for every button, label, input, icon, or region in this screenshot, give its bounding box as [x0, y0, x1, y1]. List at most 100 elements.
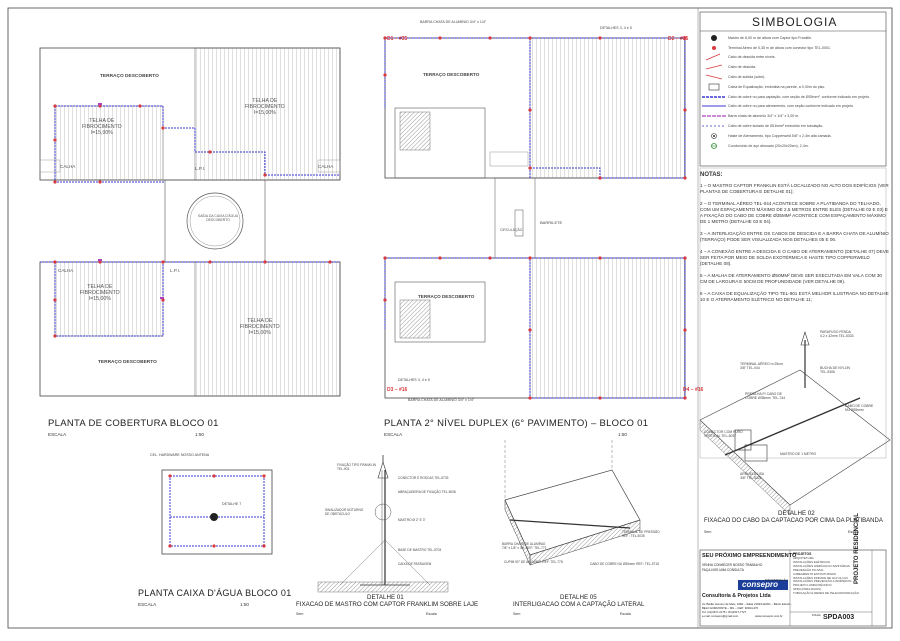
- project-item: INSTALAÇÕES HIDRÁULICO-SANITÁRIAS: [793, 563, 850, 568]
- descent-icon: [700, 63, 728, 71]
- symbology-list: Mastro de 6,00 m de altura com Captor ti…: [700, 33, 885, 151]
- folha-label: FOLHA: [812, 614, 821, 617]
- titleblock-site: www.consepro.com.br: [755, 614, 783, 618]
- plan-caixa: [161, 469, 273, 555]
- label-d1: D1 – #35: [387, 36, 408, 42]
- detail-05-drawing: [504, 440, 641, 566]
- label-detalhes-a: DETALHES 3, 4 e 5: [600, 26, 632, 30]
- detail-02-escala: Escala: [848, 530, 859, 534]
- detail-01-sem: Sem: [296, 612, 304, 616]
- scale-caixa: 1:50: [240, 602, 249, 607]
- label-circulacao: CIRCULAÇÃO: [500, 228, 523, 232]
- inspection-icon: [700, 142, 728, 150]
- projects-title: PROJETOS: [793, 552, 812, 556]
- symbol-row: Condomínio de aço almuado (20x20x20cm), …: [700, 141, 885, 151]
- symbology-frame: [699, 11, 887, 167]
- detail-05-title: INTERLIGACAO COM A CAPTAÇÃO LATERAL: [513, 601, 645, 608]
- brand-logo-bg: [738, 580, 788, 590]
- detail-02-title: FIXACAO DO CABO DA CAPTACAO POR CIMA DA …: [704, 518, 883, 524]
- project-item: CABEAMENTO ESTRUTURADO: [793, 571, 836, 576]
- note-item: 4 – A conexão entre a descida e o cabo d…: [700, 249, 889, 266]
- label-barra-bottom: BARRA CHATA DE ALUMÍNIO 3/4" x 1/4": [408, 398, 475, 402]
- note-item: 2 – O terminal aéreo TEL-044 acontece so…: [700, 201, 888, 224]
- projects-list: ARQUITETURA INSTALAÇÕES ELÉTRICAS INSTAL…: [793, 556, 859, 596]
- detail-02-drawing: [699, 330, 891, 516]
- titleblock-sub1: VENHA CONHECER NOSSO TRABALHO: [702, 563, 763, 567]
- rod-icon: [700, 132, 728, 140]
- label-mastro: MASTRO Ø 2" E 3": [398, 518, 426, 522]
- label-detalhe7: DETALHE 7: [222, 502, 242, 506]
- note-item: 6 – A caixa de equalização tipo TEL-901 …: [700, 291, 889, 302]
- bar-icon: [700, 113, 728, 119]
- symbol-row: Caixa de Equalização, embutida na parede…: [700, 82, 885, 92]
- label-lpi-2: L.P.I.: [170, 268, 181, 273]
- label-barra-top: BARRA CHATA DE ALUMÍNIO 3/4" x 1/4": [420, 20, 487, 24]
- notes-frame: [699, 167, 887, 459]
- note-item: 1 – O mastro captor Franklin está locali…: [700, 183, 889, 194]
- symbol-row: Cabo de cobre nu para aterramento, com s…: [700, 102, 885, 112]
- notes-section: NOTAS: 1 – O mastro captor Franklin está…: [700, 172, 890, 309]
- mast-icon: [700, 34, 728, 42]
- project-item: ARQUITETURA: [793, 556, 814, 560]
- label-cupim: CUPIM 90° DE ALUMÍNIO REF: TEL-778: [504, 560, 563, 564]
- detail-05-sem: Sem: [513, 612, 521, 616]
- label-calha-3: CALHA: [58, 268, 74, 273]
- escala-caixa: ESCALA: [138, 602, 157, 607]
- project-item: PROJETO LUMINOTÉCNICO: [793, 583, 832, 588]
- blue-line-icon: [700, 103, 728, 109]
- sheet-frame: [7, 7, 893, 629]
- symbol-row: Cabo de descida.: [700, 62, 885, 72]
- symbol-row: Mastro de 6,00 m de altura com Captor ti…: [700, 33, 885, 43]
- label-caixa-passagem: CAIXA DE PASSAGEM: [398, 562, 432, 566]
- titleblock-discrimination: DISCRIMINAÇÃO: [765, 578, 788, 582]
- plan-duplex: [383, 36, 687, 400]
- scale-cobertura: 1:50: [195, 432, 204, 437]
- project-item: INSTALAÇÕES FINDAVE DE GLP OU GN: [793, 575, 848, 580]
- escala-cobertura: ESCALA: [48, 432, 67, 437]
- symbology-title: SIMBOLOGIA: [752, 15, 838, 29]
- label-cabo-d05: CABO DE COBRE NU Ø35mm² REF.: TEL-5718: [590, 562, 659, 566]
- escala-duplex: ESCALA: [384, 432, 403, 437]
- symbol-row: Cabo de descida entre níveis.: [700, 53, 885, 63]
- descent-icon: [700, 53, 728, 61]
- brand-logo: consepro: [742, 580, 779, 589]
- sheet-code: SPDA003: [823, 614, 855, 621]
- detail-05-number: DETALHE 05: [560, 594, 597, 601]
- detail-01-escala: Escala: [426, 612, 437, 616]
- label-conector-base: CONECTOR E ROSCAS TEL-5733: [398, 476, 449, 480]
- label-lpi-1: L.P.I.: [195, 166, 206, 171]
- label-cel: CEL. HARDWARE NOSSO ANTENA: [150, 453, 210, 457]
- label-terraco-2: TERRAÇO DESCOBERTO: [98, 360, 157, 365]
- project-item: INSTALAÇÕES PREVENÇÃO A INCÊNDIOS: [793, 579, 852, 584]
- label-d3: D3 – #16: [387, 387, 408, 393]
- label-calha-2: CALHA: [318, 164, 334, 169]
- project-item: INSTALAÇÕES ELÉTRICAS: [793, 559, 830, 564]
- conductor-icon: [700, 94, 728, 100]
- title-cobertura: PLANTA DE COBERTURA BLOCO 01: [48, 418, 219, 429]
- symbol-row: Cabo de cobre nu para captação, com seçã…: [700, 92, 885, 102]
- titleblock-frame: [699, 549, 887, 627]
- detail-01-drawing: [317, 455, 449, 593]
- label-detalhes-b: DETALHES 3, 4 e 5: [398, 378, 430, 382]
- label-mastro-note: MASTRO DE 1 METRO: [780, 452, 817, 456]
- notes-title: NOTAS:: [700, 172, 723, 178]
- ring-icon: [700, 83, 728, 91]
- label-base-mastro: BASE DE MASTRO TEL-5703: [398, 548, 442, 552]
- plan-cobertura: [39, 47, 341, 397]
- label-d4: D4 – #16: [683, 387, 704, 393]
- detail-02-number: DETALHE 02: [778, 510, 815, 517]
- symbol-row: Cabo de subida (sobe).: [700, 72, 885, 82]
